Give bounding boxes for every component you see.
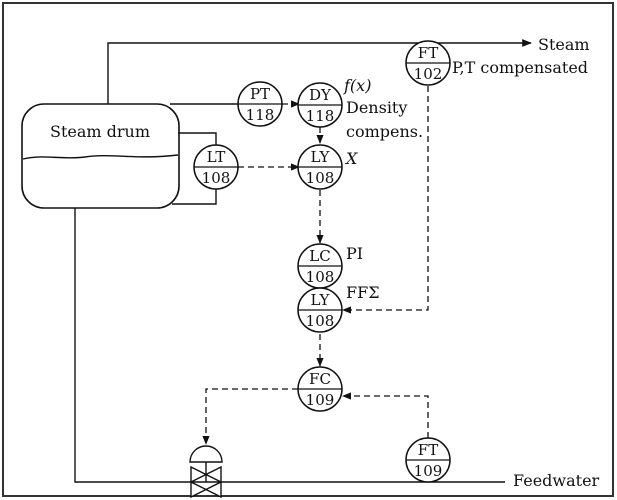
lt-upper-connection (178, 132, 217, 145)
ffsigma-label: FFΣ (346, 283, 380, 302)
instrument-lc108: LC 108 (297, 243, 343, 289)
instrument-tag: DY (309, 86, 332, 104)
signal-ft109-to-fc (342, 392, 429, 438)
fx-label: f(x) (343, 76, 371, 95)
instrument-fc109: FC 109 (297, 366, 343, 412)
pi-label: PI (346, 244, 363, 263)
pt-compensated-label: P,T compensated (452, 58, 588, 77)
instrument-pt118: PT 118 (237, 81, 283, 127)
instrument-number: 109 (414, 462, 443, 480)
valve-actuator (189, 445, 223, 463)
instrument-tag: FT (418, 44, 438, 62)
instrument-number: 118 (246, 106, 275, 124)
instrument-number: 118 (306, 107, 335, 125)
signal-ft102-to-ly (342, 86, 429, 314)
instrument-ly108-upper: LY 108 (297, 144, 343, 190)
signal-lines (202, 86, 429, 445)
instrument-number: 108 (306, 268, 335, 286)
instrument-tag: LC (309, 247, 330, 265)
instrument-lt108: LT 108 (193, 144, 239, 190)
instrument-tag: FT (418, 441, 438, 459)
instrument-tag: PT (250, 85, 270, 103)
instrument-ft102: FT 102 (405, 40, 451, 86)
instrument-number: 109 (306, 391, 335, 409)
steam-drum: Steam drum (21, 103, 180, 209)
density-label: Density (346, 98, 407, 117)
steam-line (107, 39, 532, 104)
instrument-tag: FC (309, 370, 331, 388)
instrument-tag: LT (207, 148, 226, 166)
steam-drum-label: Steam drum (50, 122, 150, 141)
instrument-ft109: FT 109 (405, 437, 451, 483)
instrument-number: 108 (202, 169, 231, 187)
instrument-tag: LY (311, 148, 331, 166)
x-label: X (344, 149, 358, 168)
steam-label: Steam (538, 35, 590, 54)
feedwater-label: Feedwater (513, 471, 600, 490)
feedwater-line (74, 208, 505, 483)
instrument-number: 102 (414, 65, 443, 83)
instrument-ly108-lower: LY 108 (297, 287, 343, 333)
signal-fc-to-valve (202, 388, 298, 445)
liquid-level-line (22, 154, 179, 160)
instrument-number: 108 (306, 312, 335, 330)
instrument-tag: LY (311, 291, 331, 309)
lt-lower-connection (172, 186, 217, 205)
compens-label: compens. (346, 122, 423, 141)
instrument-dy118: DY 118 (297, 82, 343, 128)
instrument-number: 108 (306, 169, 335, 187)
control-valve (189, 445, 223, 499)
